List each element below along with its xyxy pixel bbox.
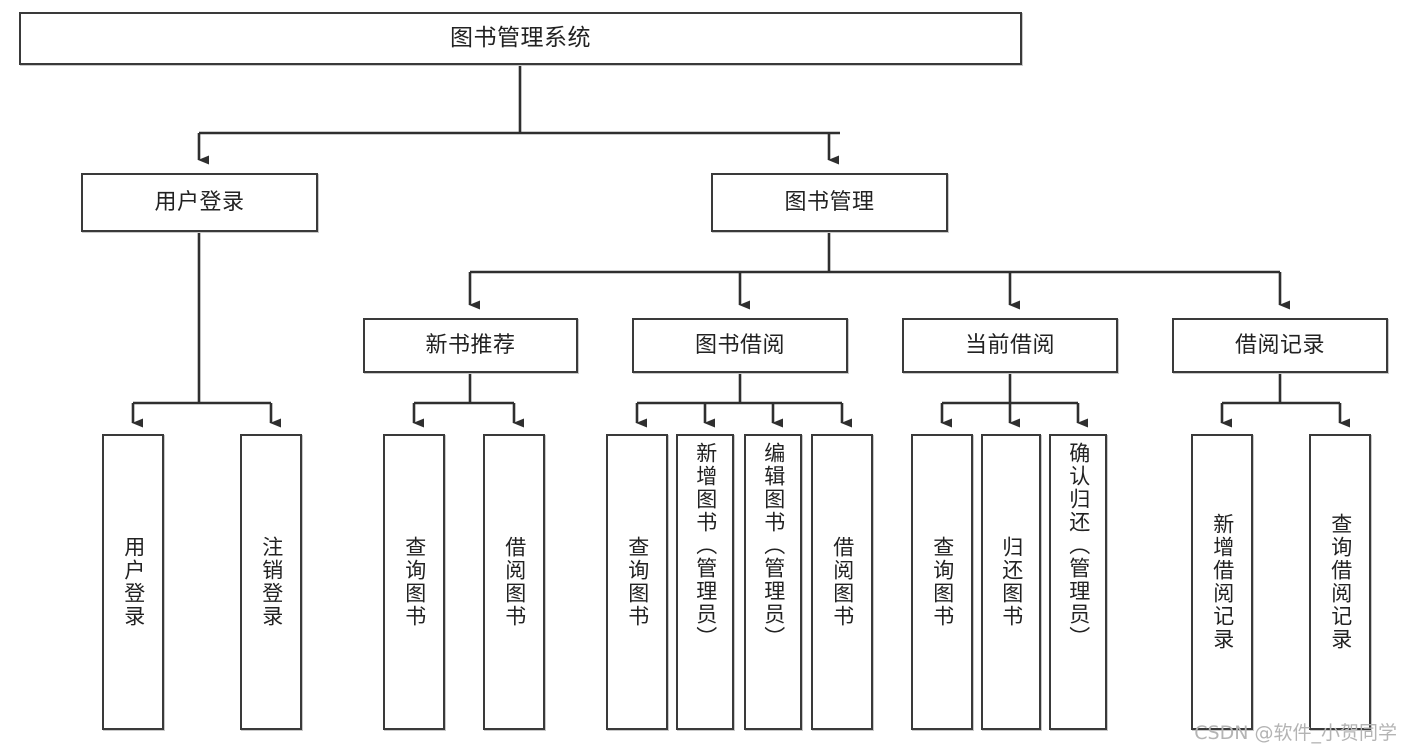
leaf-user-logout-label: 注销登录 <box>259 536 284 628</box>
node-new-book-rec-label: 新书推荐 <box>425 332 516 358</box>
leaf-edit-book[interactable]: 编辑图书（管理员） <box>744 434 802 730</box>
leaf-edit-book-label: 编辑图书（管理员） <box>761 442 786 649</box>
leaf-user-logout[interactable]: 注销登录 <box>240 434 302 730</box>
leaf-add-record[interactable]: 新增借阅记录 <box>1191 434 1253 730</box>
node-book-manage[interactable]: 图书管理 <box>711 173 948 232</box>
leaf-borrow-book-1[interactable]: 借阅图书 <box>483 434 545 730</box>
node-root-label: 图书管理系统 <box>450 25 591 52</box>
leaf-add-book-label: 新增图书（管理员） <box>693 442 718 649</box>
csdn-watermark: CSDN @软件_小贺同学 <box>1194 722 1397 744</box>
leaf-query-book-1-label: 查询图书 <box>402 536 427 628</box>
leaf-return-book-label: 归还图书 <box>999 536 1024 628</box>
node-current-borrow-label: 当前借阅 <box>964 332 1055 358</box>
node-book-borrow[interactable]: 图书借阅 <box>632 318 848 373</box>
leaf-add-book[interactable]: 新增图书（管理员） <box>676 434 734 730</box>
node-book-borrow-label: 图书借阅 <box>694 332 785 358</box>
leaf-borrow-book-2[interactable]: 借阅图书 <box>811 434 873 730</box>
leaf-query-book-1[interactable]: 查询图书 <box>383 434 445 730</box>
leaf-borrow-book-2-label: 借阅图书 <box>830 536 855 628</box>
leaf-query-book-2[interactable]: 查询图书 <box>606 434 668 730</box>
node-user-login[interactable]: 用户登录 <box>81 173 318 232</box>
leaf-confirm-return[interactable]: 确认归还（管理员） <box>1049 434 1107 730</box>
node-borrow-record[interactable]: 借阅记录 <box>1172 318 1388 373</box>
leaf-query-book-3-label: 查询图书 <box>930 536 955 628</box>
node-user-login-label: 用户登录 <box>154 189 245 215</box>
leaf-user-login-label: 用户登录 <box>121 536 146 628</box>
node-root[interactable]: 图书管理系统 <box>19 12 1022 65</box>
leaf-query-record-label: 查询借阅记录 <box>1328 513 1353 651</box>
leaf-user-login[interactable]: 用户登录 <box>102 434 164 730</box>
node-current-borrow[interactable]: 当前借阅 <box>902 318 1118 373</box>
leaf-query-book-3[interactable]: 查询图书 <box>911 434 973 730</box>
node-new-book-rec[interactable]: 新书推荐 <box>363 318 578 373</box>
leaf-query-book-2-label: 查询图书 <box>625 536 650 628</box>
leaf-return-book[interactable]: 归还图书 <box>981 434 1041 730</box>
leaf-confirm-return-label: 确认归还（管理员） <box>1066 442 1091 649</box>
leaf-borrow-book-1-label: 借阅图书 <box>502 536 527 628</box>
leaf-query-record[interactable]: 查询借阅记录 <box>1309 434 1371 730</box>
node-book-manage-label: 图书管理 <box>784 189 875 215</box>
leaf-add-record-label: 新增借阅记录 <box>1210 513 1235 651</box>
node-borrow-record-label: 借阅记录 <box>1234 332 1325 358</box>
